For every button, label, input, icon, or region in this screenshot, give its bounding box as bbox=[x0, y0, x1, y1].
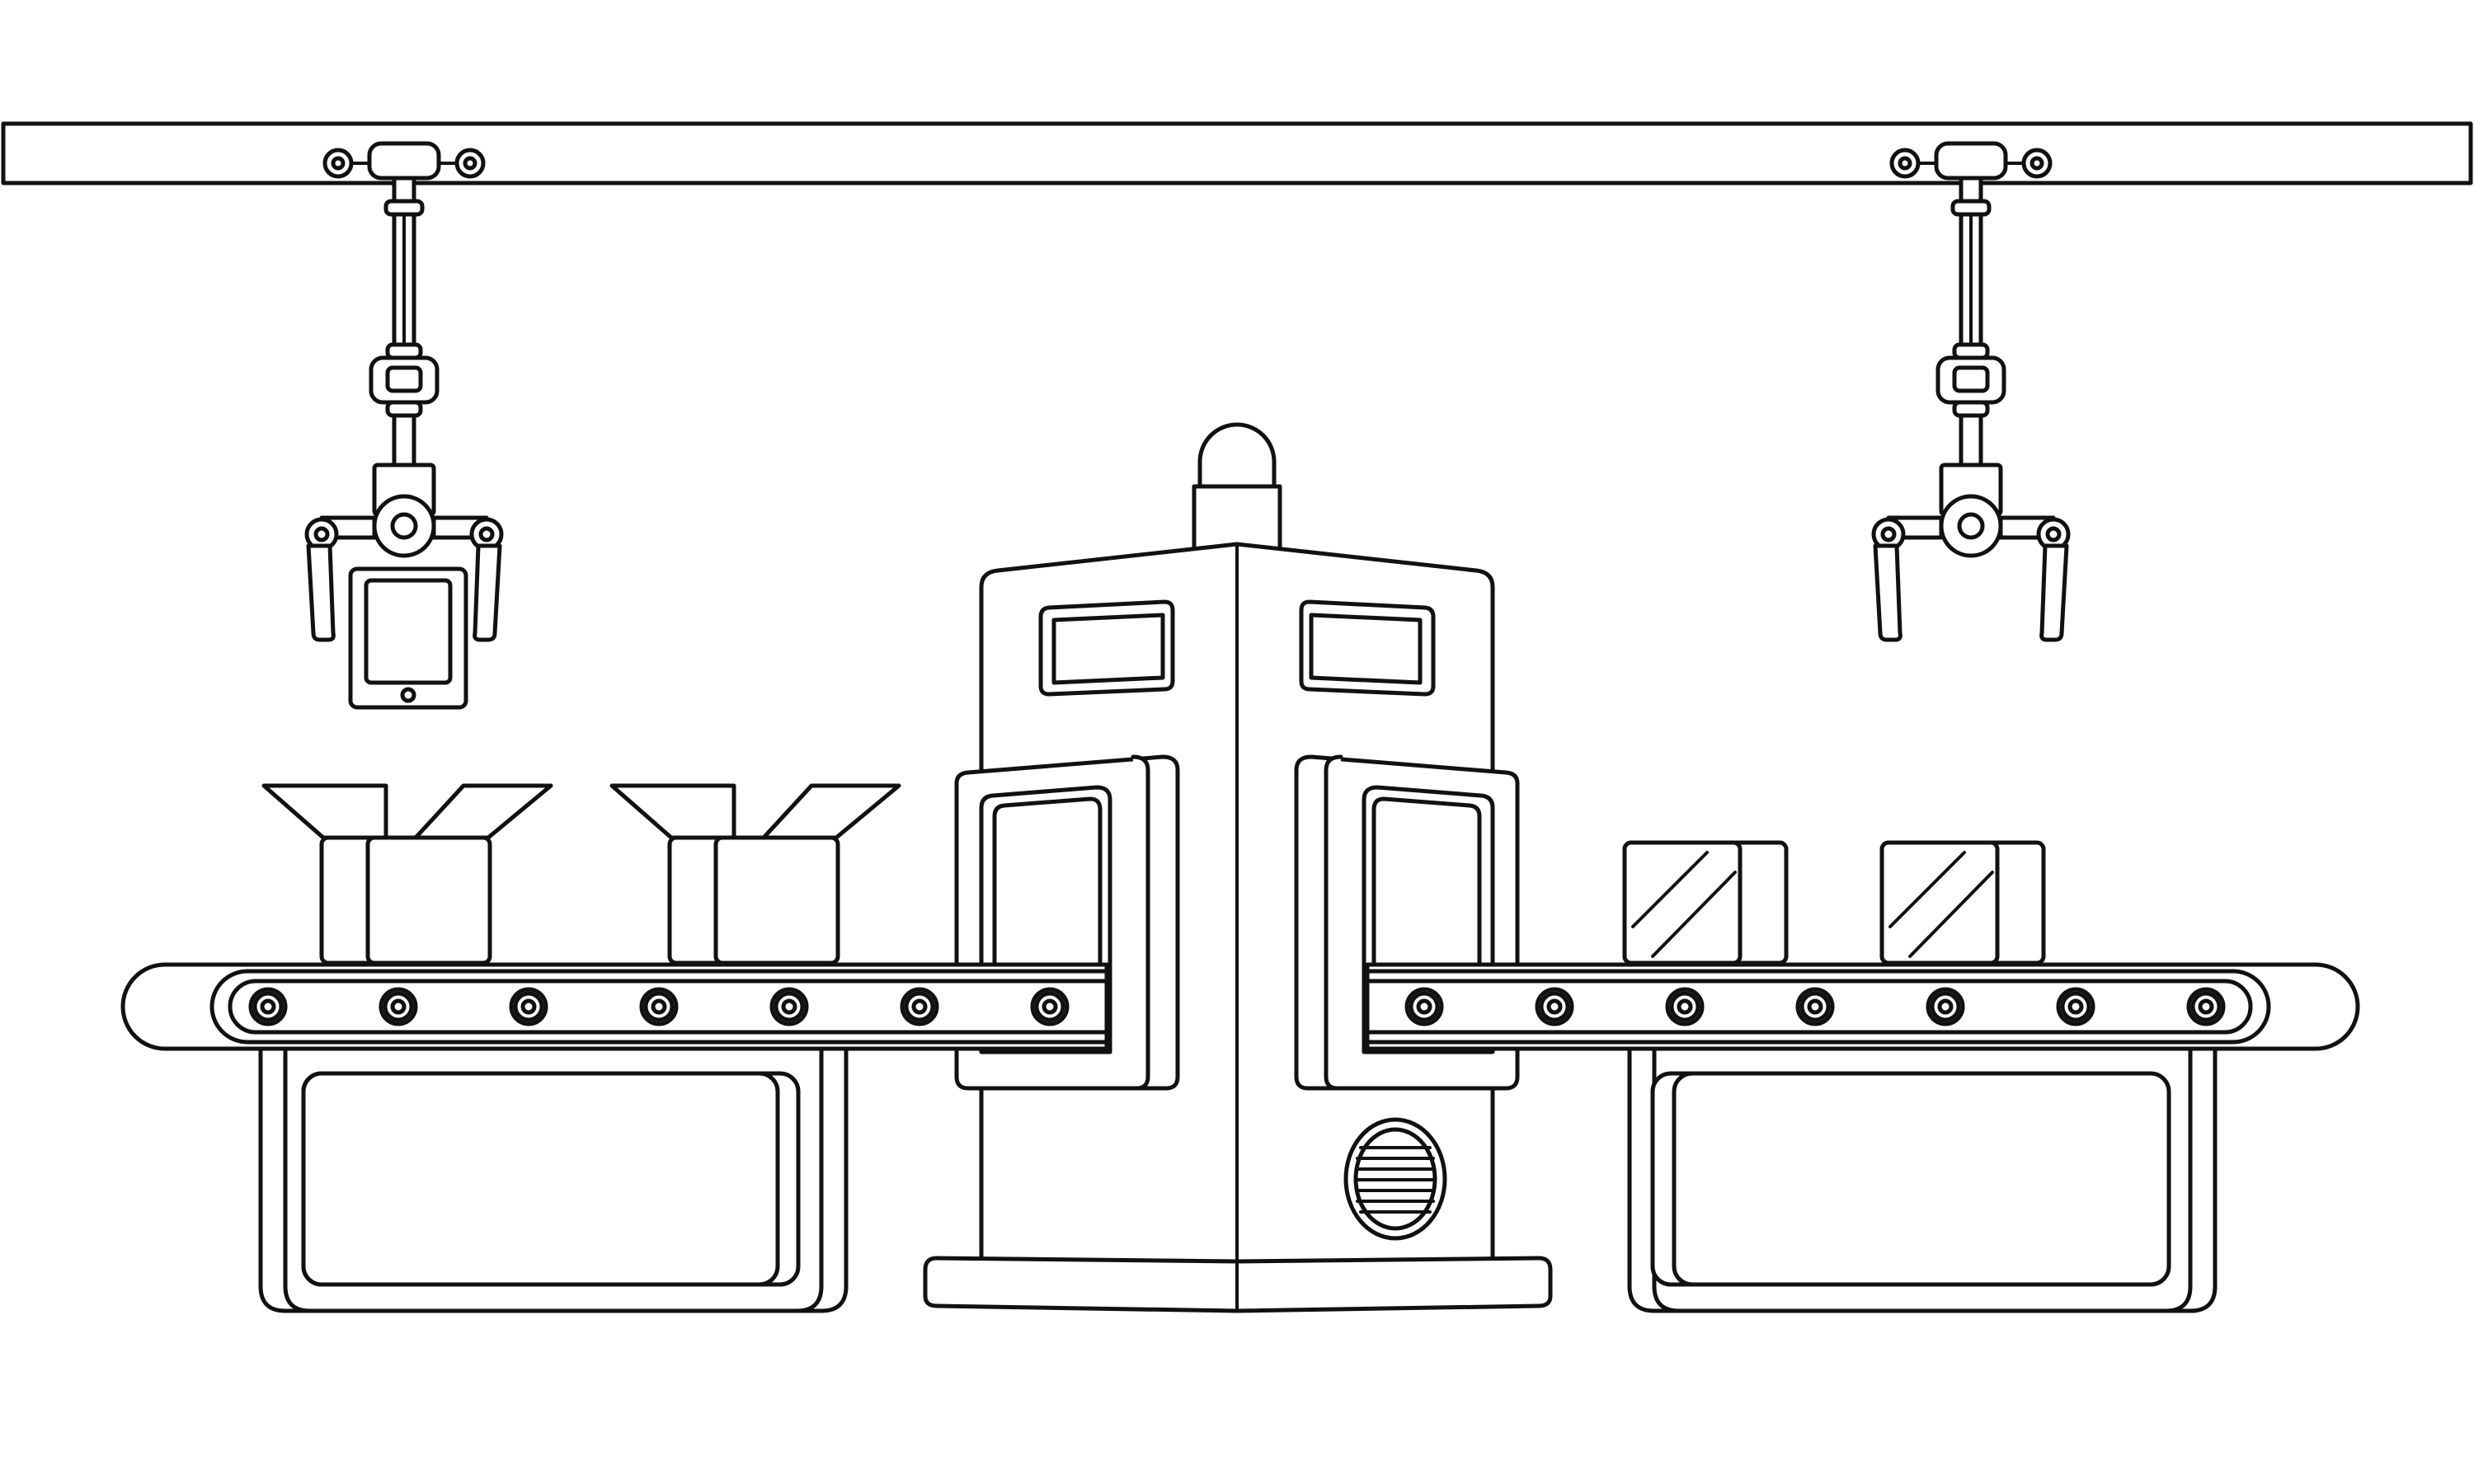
conveyor-stand-right bbox=[1627, 1028, 2218, 1313]
robot-claw-arm-icon bbox=[304, 141, 504, 642]
conveyor-rollers-right bbox=[1404, 987, 2226, 1026]
conveyor-rollers-left bbox=[248, 987, 1070, 1026]
vent-grille-icon bbox=[1343, 1117, 1447, 1241]
sealed-package-icon bbox=[1879, 840, 2046, 965]
packaging-machine-icon bbox=[923, 422, 1553, 1313]
conveyor-stand-left bbox=[258, 1028, 849, 1313]
beacon-light-icon bbox=[1192, 422, 1282, 555]
sealed-package-icon bbox=[1622, 840, 1789, 965]
conveyor-belt-icon bbox=[1365, 962, 2360, 1051]
conveyor-belt-icon bbox=[120, 962, 1109, 1051]
robot-claw-arm-icon bbox=[1871, 141, 2071, 642]
open-cardboard-box-icon bbox=[261, 783, 553, 965]
tablet-device-icon bbox=[348, 566, 468, 710]
open-cardboard-box-icon bbox=[609, 783, 901, 965]
